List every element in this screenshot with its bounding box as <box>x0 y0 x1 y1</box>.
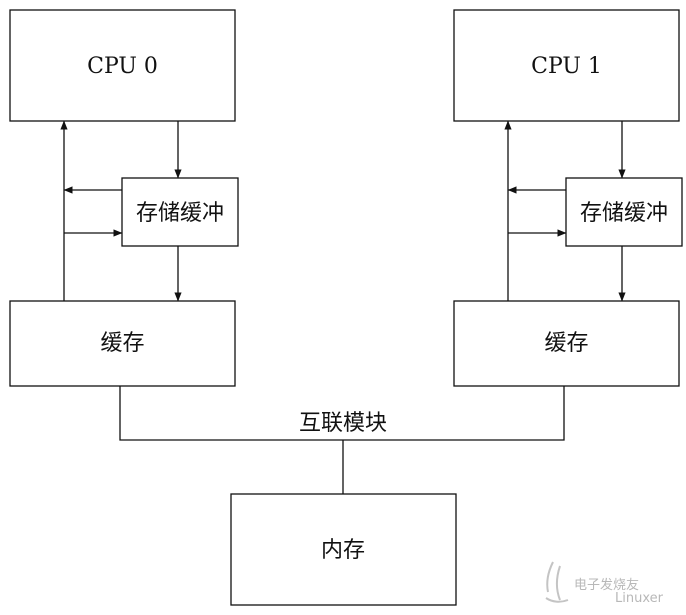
cache-right-label: 缓存 <box>544 331 588 356</box>
store-buffer-left-box <box>121 177 239 247</box>
cpu1-label: CPU 1 <box>531 54 602 79</box>
cpu1-box <box>453 9 680 122</box>
memory-label: 内存 <box>321 538 365 563</box>
watermark-cn: 电子发烧友 <box>574 577 639 593</box>
store-buffer-right-label: 存储缓冲 <box>580 201 668 226</box>
memory-node: 内存 <box>230 493 457 606</box>
cache-left-node: 缓存 <box>9 300 236 387</box>
cache-right-box <box>453 300 680 387</box>
watermark: 电子发烧友 Linuxer <box>545 561 664 606</box>
watermark-en: Linuxer <box>615 591 664 606</box>
interconnect-bus <box>119 386 565 441</box>
watermark-logo-icon <box>545 561 569 603</box>
store-buffer-left-label: 存储缓冲 <box>136 201 224 226</box>
store-buffer-right-node: 存储缓冲 <box>565 177 683 247</box>
cpu0-node: CPU 0 <box>9 9 236 122</box>
cache-left-box <box>9 300 236 387</box>
store-buffer-left-node: 存储缓冲 <box>121 177 239 247</box>
cpu0-label: CPU 0 <box>87 54 158 79</box>
cpu1-node: CPU 1 <box>453 9 680 122</box>
interconnect-label: 互联模块 <box>299 411 387 436</box>
cache-right-node: 缓存 <box>453 300 680 387</box>
memory-box <box>230 493 457 606</box>
cache-left-label: 缓存 <box>100 331 144 356</box>
cpu0-box <box>9 9 236 122</box>
